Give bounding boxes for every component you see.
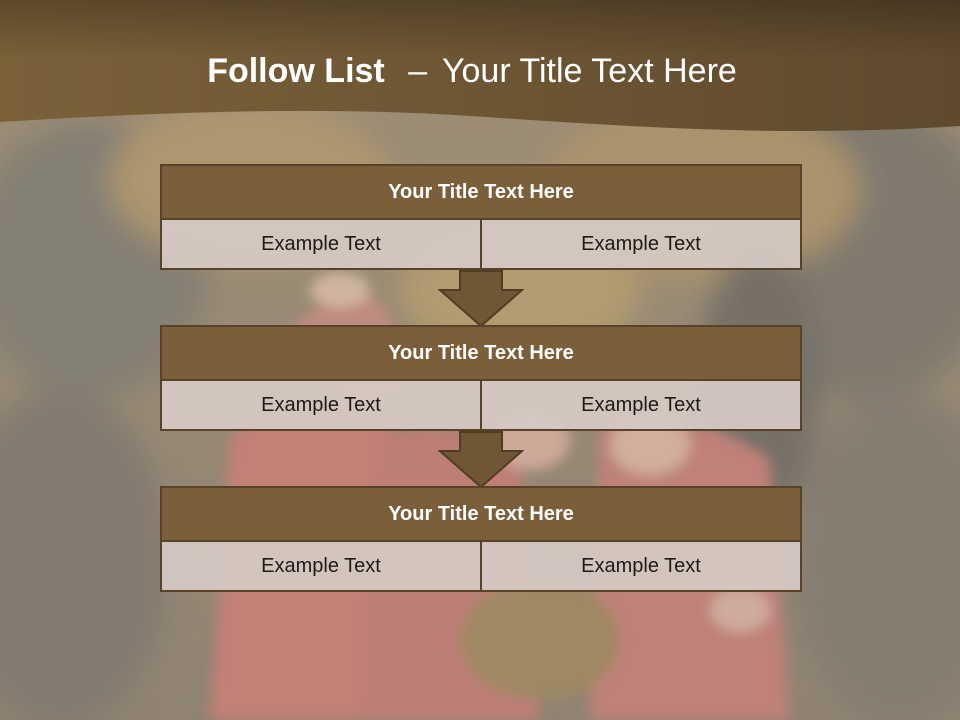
block-row: Example Text Example Text xyxy=(160,220,802,270)
title-band xyxy=(0,0,960,132)
block-cell-right: Example Text xyxy=(480,381,800,429)
slide-title: Follow List – Your Title Text Here xyxy=(0,52,944,91)
block-cell-left: Example Text xyxy=(162,542,480,590)
list-block-3: Your Title Text Here Example Text Exampl… xyxy=(160,486,802,592)
block-row: Example Text Example Text xyxy=(160,542,802,592)
list-block-2: Your Title Text Here Example Text Exampl… xyxy=(160,325,802,431)
down-arrow-icon xyxy=(438,270,524,328)
list-block-1: Your Title Text Here Example Text Exampl… xyxy=(160,164,802,270)
block-title: Your Title Text Here xyxy=(160,325,802,381)
block-cell-right: Example Text xyxy=(480,220,800,268)
block-title: Your Title Text Here xyxy=(160,486,802,542)
block-cell-left: Example Text xyxy=(162,381,480,429)
down-arrow-icon xyxy=(438,431,524,489)
slide-title-subtitle: Your Title Text Here xyxy=(441,52,737,90)
block-title: Your Title Text Here xyxy=(160,164,802,220)
slide-title-main: Follow List xyxy=(207,52,385,90)
block-cell-left: Example Text xyxy=(162,220,480,268)
slide-title-dash: – xyxy=(408,52,428,90)
block-cell-right: Example Text xyxy=(480,542,800,590)
block-row: Example Text Example Text xyxy=(160,381,802,431)
